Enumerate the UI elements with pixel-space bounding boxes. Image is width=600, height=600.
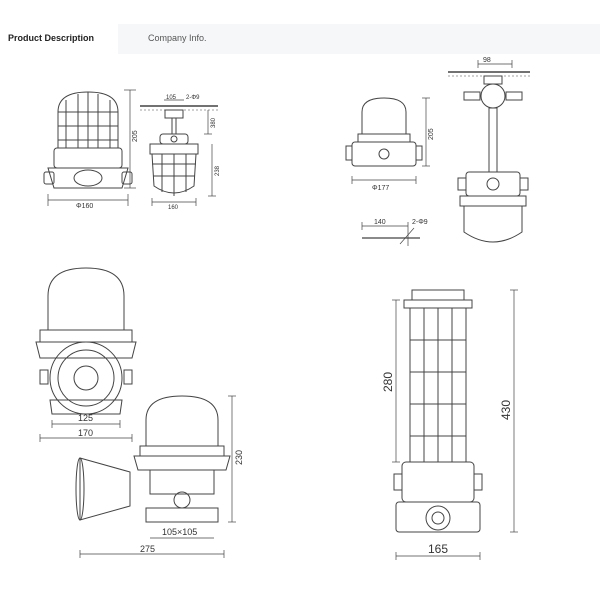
d1-body-height: 238: [215, 165, 221, 176]
drawing-2b-pendant-conduit: [448, 60, 530, 243]
tab-bar: Product Description Company Info.: [0, 0, 600, 78]
tab-product-description[interactable]: Product Description: [8, 33, 95, 43]
d2-plate-width: 140: [374, 219, 386, 226]
d3-inner-width: 125: [78, 413, 93, 423]
d2-base-width: Φ177: [372, 185, 389, 192]
d5-total-height: 430: [499, 400, 513, 420]
d5-cage-height: 280: [381, 372, 395, 392]
drawing-4-siren: [75, 395, 236, 558]
d1-top-width: 105: [166, 95, 177, 101]
drawing-1b-pendant-fixture: [140, 99, 218, 206]
d3-outer-width: 170: [78, 428, 93, 438]
drawing-1-caged-fixture: [43, 89, 136, 206]
tab-company-info-label: Company Info.: [148, 33, 207, 43]
drawing-5-tall-cage: [392, 289, 518, 560]
d1-base-width: Φ160: [76, 203, 93, 210]
d1-holes: 2-Φ9: [186, 95, 200, 101]
tab-company-info[interactable]: Company Info.: [118, 24, 600, 54]
d4-height: 230: [234, 450, 244, 465]
d4-base: 105×105: [162, 527, 197, 537]
drawing-3-round-base: [35, 267, 137, 442]
d5-base-width: 165: [428, 542, 448, 556]
d1-body-width: 160: [168, 205, 179, 211]
drawing-2-dome-fixture: [345, 97, 430, 246]
d2-height: 205: [428, 128, 435, 140]
d2-holes: 2-Φ9: [412, 219, 428, 226]
d4-length: 275: [140, 544, 155, 554]
d1-stem: 380: [211, 117, 217, 128]
d2-top-width: 98: [483, 57, 491, 64]
d1-height: 205: [132, 130, 139, 142]
